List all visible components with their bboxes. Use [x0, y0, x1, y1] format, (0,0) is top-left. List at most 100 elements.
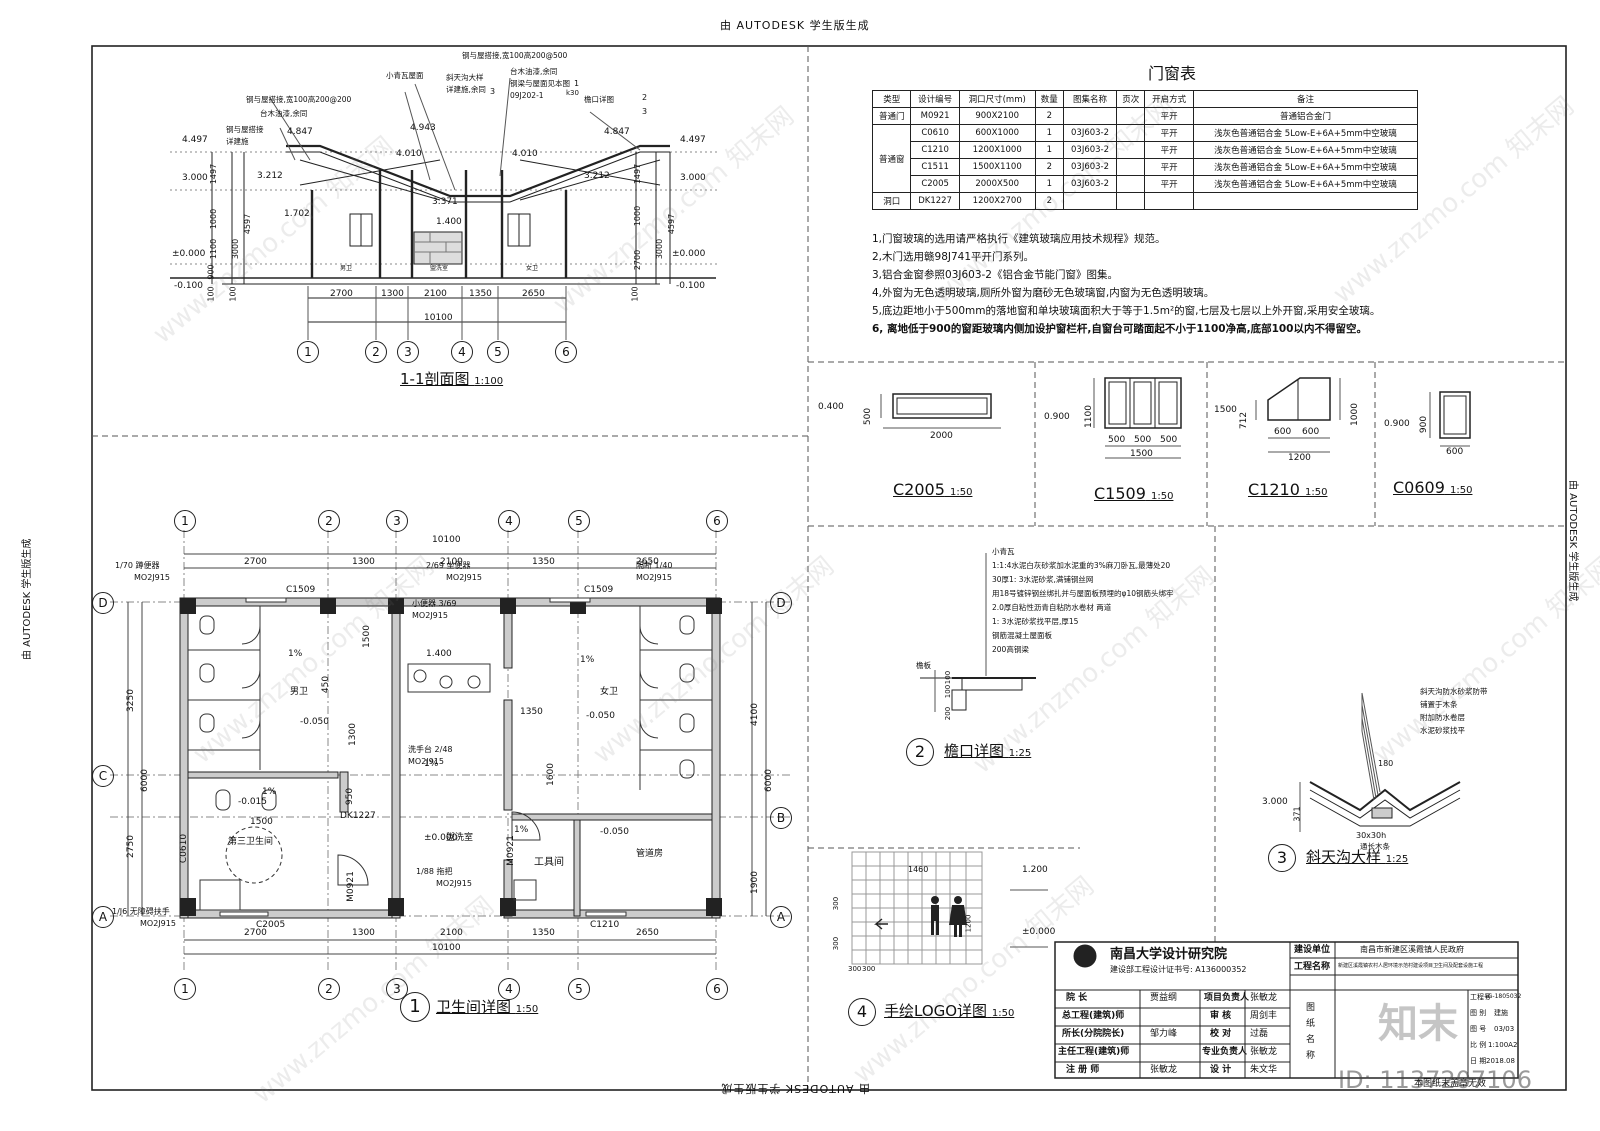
room-label: 女卫	[600, 687, 619, 697]
dim-label: 1000	[633, 205, 643, 227]
annotation: 钢与屋搭接,宽100高200@500	[462, 51, 568, 60]
dim-label: 6000	[763, 769, 774, 792]
axis-bubble: 3	[386, 978, 408, 1000]
section-title: 1-1剖面图 1:100	[400, 370, 504, 388]
dim-label: 2650	[636, 557, 659, 567]
elev-label: 3.212	[584, 171, 610, 181]
person: 朱文华	[1250, 1065, 1278, 1075]
axis-bubble: 2	[318, 510, 340, 532]
role-label: 设 计	[1210, 1065, 1232, 1075]
layer-label: 30厚1: 3水泥砂浆,满铺钢丝网	[992, 575, 1094, 584]
slope-label: 1%	[424, 759, 439, 769]
autodesk-header-right: 由 AUTODESK 学生版生成	[1567, 480, 1578, 602]
table-cell: 平开	[1144, 107, 1194, 125]
elev-label: 4.847	[604, 127, 630, 137]
dim-label: 4597	[667, 213, 677, 235]
table-cell: 1500X1100	[958, 158, 1036, 176]
dim-label: 600	[1302, 427, 1320, 437]
institute-name: 南昌大学设计研究院	[1110, 947, 1228, 962]
table-header: 数量	[1034, 90, 1064, 108]
table-header: 开启方式	[1144, 90, 1194, 108]
dim-label: 100	[228, 286, 238, 302]
dim-label: 2100	[424, 289, 447, 299]
batten-label: 通长木条	[1360, 842, 1390, 851]
table-cell	[1192, 192, 1419, 210]
table-cell: 03J603-2	[1062, 141, 1118, 159]
window-tag: C1210	[590, 920, 620, 930]
dim-label: 2650	[522, 289, 545, 299]
elev-label: -0.015	[238, 797, 268, 807]
elev-label: 3.371	[432, 197, 458, 207]
person: 周剑丰	[1250, 1011, 1278, 1021]
role-label: 总工程(建筑)师	[1062, 1011, 1125, 1021]
dim-label: 1300	[381, 289, 404, 299]
table-cell: 1	[1034, 141, 1064, 159]
detail-bubble: 1	[400, 992, 430, 1022]
tb-field-label: 图 号	[1470, 1025, 1487, 1033]
tb-field-value: JG-1805032	[1486, 993, 1522, 1000]
table-cell	[1116, 107, 1146, 125]
layer-label: 小青瓦	[992, 547, 1015, 556]
dim-label: 100	[944, 684, 953, 699]
dim-label: 900	[1419, 415, 1430, 434]
dim-label: 1300	[347, 723, 358, 746]
window-title: C0609 1:50	[1393, 478, 1473, 497]
ref-code: MO2J915	[408, 757, 444, 766]
dim-label: 2750	[125, 835, 136, 858]
room-label: 男卫	[340, 265, 353, 272]
room-label: 男卫	[290, 687, 309, 697]
axis-bubble: 1	[174, 978, 196, 1000]
autodesk-header-bottom: 由 AUTODESK 学生版生成	[720, 1082, 870, 1095]
note-line: 2,木门选用赣98J741平开门系列。	[872, 251, 1035, 263]
annotation: 檐口详图	[584, 95, 614, 104]
dim-label: 1600	[545, 763, 556, 786]
ref-code: MO2J915	[140, 919, 176, 928]
room-label: 女卫	[526, 265, 539, 272]
person: 过磊	[1250, 1029, 1269, 1039]
ref-tag: 1/70 蹲便器	[115, 561, 160, 570]
dim-label: 1900	[749, 871, 760, 894]
dim-label: 300	[832, 896, 841, 911]
note-line: 3,铝合金窗参照03J603-2《铝合金节能门窗》图集。	[872, 269, 1118, 281]
dim-label: 1500	[250, 817, 273, 827]
dim-label: 1500	[361, 625, 372, 648]
table-cell: 2	[1034, 158, 1064, 176]
door-tag: M0921	[505, 835, 516, 866]
dim-label: 3250	[125, 689, 136, 712]
annotation: k30	[566, 89, 579, 97]
autodesk-header-top: 由 AUTODESK 学生版生成	[720, 19, 870, 32]
ref-code: MO2J915	[636, 573, 672, 582]
dim-label: 1497	[633, 163, 643, 185]
table-cell: C2005	[910, 175, 960, 193]
table-header-row: 类型 设计编号 洞口尺寸(mm) 数量 图集名称 页次 开启方式 备注	[871, 90, 1419, 108]
window-tag: C0610	[179, 833, 190, 864]
axis-bubble: D	[770, 592, 792, 614]
drawing-name-label: 图 纸 名 称	[1306, 1003, 1316, 1061]
table-cell: 1	[1034, 175, 1064, 193]
dim-label: 371	[1292, 806, 1302, 822]
table-cell: 浅灰色普通铝合金 5Low-E+6A+5mm中空玻璃	[1192, 124, 1419, 142]
room-label: 盥洗室	[446, 833, 474, 843]
dim-label: 2650	[636, 928, 659, 938]
layer-label: 附加防水卷层	[1420, 713, 1465, 722]
axis-bubble: B	[770, 807, 792, 829]
client-name: 南昌市新建区溪霞镇人民政府	[1360, 945, 1464, 954]
slope-label: 1%	[580, 655, 595, 665]
role-label: 审 核	[1210, 1011, 1232, 1021]
dim-label: 1497	[209, 163, 219, 185]
image-id: ID: 1137207106	[1338, 1066, 1532, 1094]
table-cell: C1511	[910, 158, 960, 176]
dim-label: 1350	[532, 557, 555, 567]
slope-label: 1%	[288, 649, 303, 659]
tb-field-label: 工程号	[1470, 993, 1491, 1001]
dim-label: 4597	[243, 213, 253, 235]
table-cell: 600X1000	[958, 124, 1036, 142]
ref-tag: 1/88 拖把	[416, 867, 453, 876]
table-cell: 2	[1034, 107, 1064, 125]
ref-tag: 隔断 1/40	[636, 561, 673, 570]
dim-label: 6000	[139, 769, 150, 792]
dim-label: 1500	[1130, 449, 1153, 459]
axis-bubble: 2	[318, 978, 340, 1000]
